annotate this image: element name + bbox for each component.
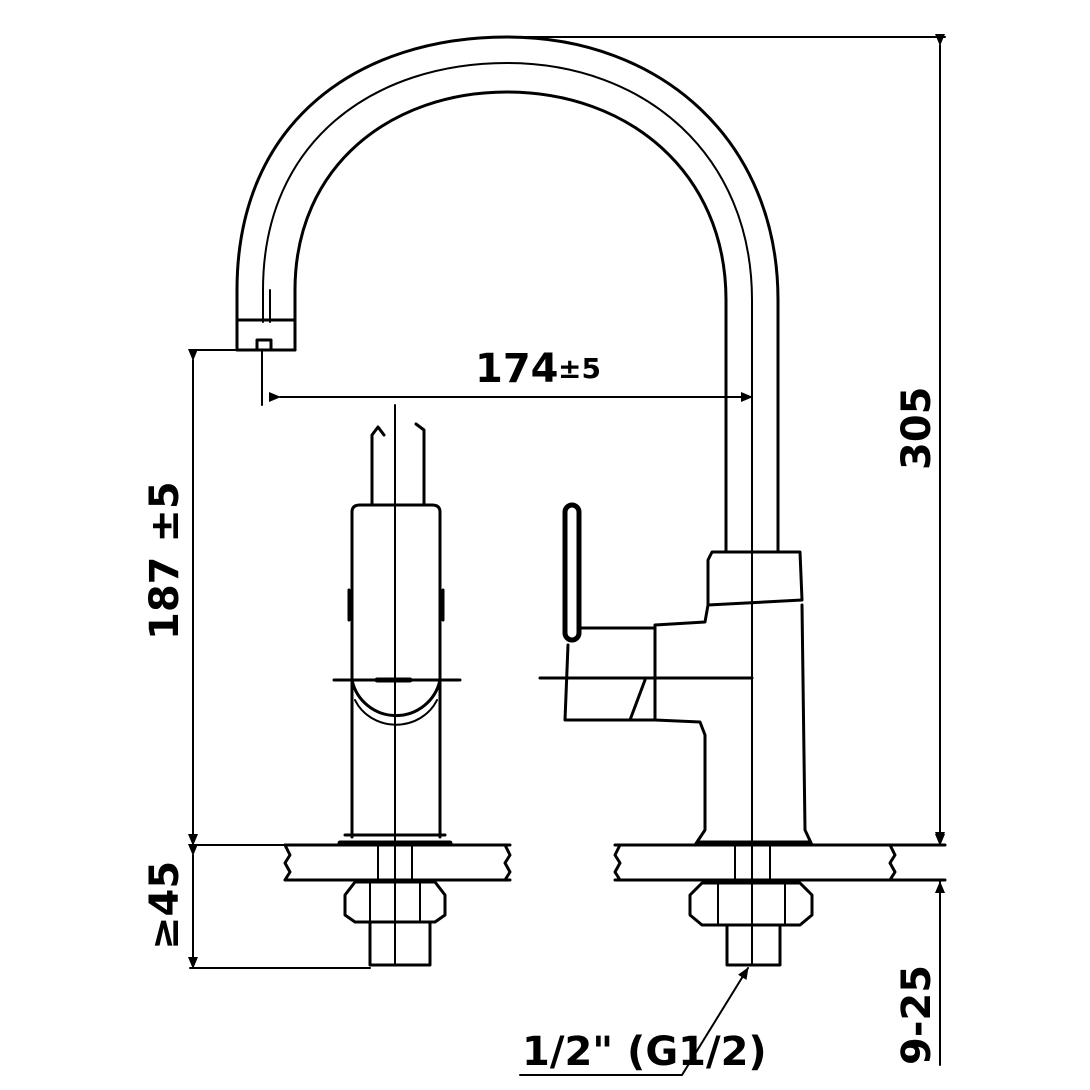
faucet-front-view (332, 404, 462, 967)
reach-value: 174 (475, 346, 559, 392)
faucet-side-view (538, 502, 814, 967)
countertop (283, 843, 947, 882)
deck-thickness-value: 9-25 (894, 965, 940, 1065)
reach-tolerance: ±5 (558, 352, 601, 385)
dimension-lines (188, 34, 946, 1076)
height-label: 187 ±5 (142, 481, 188, 640)
total-height-value: 305 (894, 387, 940, 471)
connection-label: 1/2" (G1/2) (522, 1029, 767, 1075)
min-depth-value: ≥45 (142, 861, 188, 950)
spout (235, 35, 780, 554)
